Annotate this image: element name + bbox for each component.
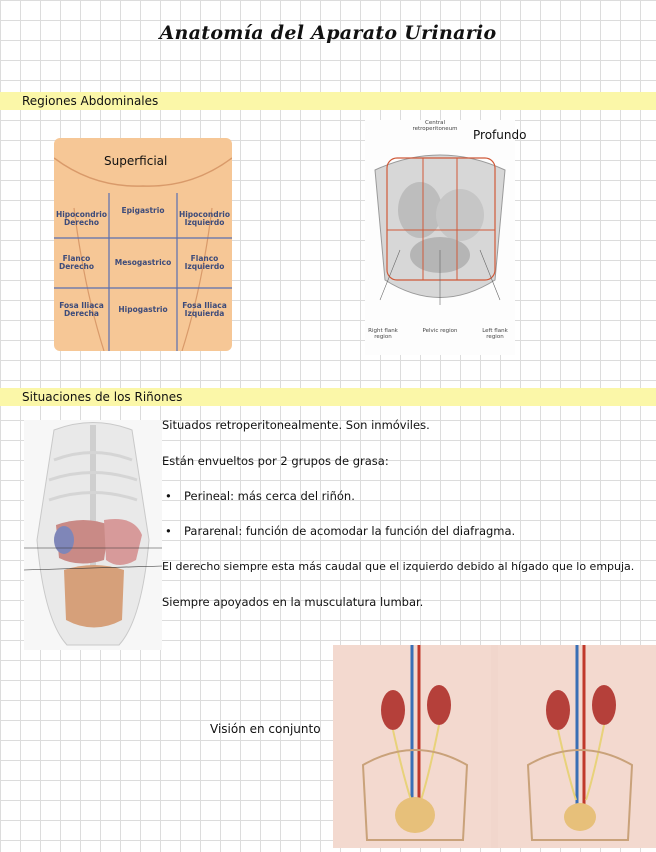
- kidney-text-line-3: El derecho siempre esta más caudal que e…: [162, 560, 635, 573]
- deep-label-left-flank: Left flank region: [482, 328, 508, 341]
- region-hipogastrio: Hipogastrio: [118, 304, 168, 314]
- overview-label: Visión en conjunto: [210, 722, 321, 736]
- kidney-position-figure: [23, 420, 163, 650]
- region-flanco-izquierdo: Flanco Izquierdo: [184, 253, 225, 271]
- bullet-dot-2: •: [165, 524, 172, 538]
- urinary-system-overview-figure: [333, 645, 656, 848]
- region-epigastrio: Epigastrio: [121, 205, 165, 215]
- page-title: Anatomía del Aparato Urinario: [159, 22, 497, 44]
- kidney-bullet-pararenal: Pararenal: función de acomodar la funció…: [184, 524, 516, 538]
- deep-label-right-flank: Right flank region: [368, 328, 398, 341]
- region-hipocondrio-derecho: Hipocondrio Derecho: [55, 209, 108, 227]
- bullet-dot-1: •: [165, 489, 172, 503]
- deep-top-label: Central retroperitoneum: [412, 120, 458, 133]
- deep-label-pelvic: Pelvic region: [422, 328, 458, 334]
- torso-illustration: [54, 157, 232, 351]
- region-hipocondrio-izquierdo: Hipocondrio Izquierdo: [178, 209, 231, 227]
- section-header-kidneys: Situaciones de los Riñones: [0, 388, 656, 406]
- region-flanco-derecho: Flanco Derecho: [58, 253, 95, 271]
- superficial-label: Superficial: [104, 154, 168, 168]
- superficial-abdomen-figure: Superficial Hipocondrio Derecho Epigastr…: [54, 138, 232, 351]
- section-header-abdominal: Regiones Abdominales: [0, 92, 656, 110]
- kidney-bullet-perineal: Perineal: más cerca del riñón.: [184, 489, 355, 503]
- urinary-system-illustration: [333, 645, 656, 848]
- deep-anatomy-illustration: [374, 154, 506, 305]
- kidney-text-line-4: Siempre apoyados en la musculatura lumba…: [162, 595, 424, 609]
- skeleton-organs-illustration: [23, 422, 163, 646]
- region-fosa-iliaca-derecha: Fosa Iliaca Derecha: [59, 300, 104, 318]
- deep-abdomen-figure: Central retroperitoneum Right flank regi…: [365, 120, 515, 355]
- region-mesogastrico: Mesogastrico: [114, 257, 172, 267]
- deep-label: Profundo: [473, 128, 527, 142]
- region-fosa-iliaca-izquierda: Fosa Iliaca Izquierda: [182, 300, 227, 318]
- kidney-text-line-2: Están envueltos por 2 grupos de grasa:: [162, 454, 389, 468]
- kidney-text-line-1: Situados retroperitonealmente. Son inmóv…: [162, 418, 430, 432]
